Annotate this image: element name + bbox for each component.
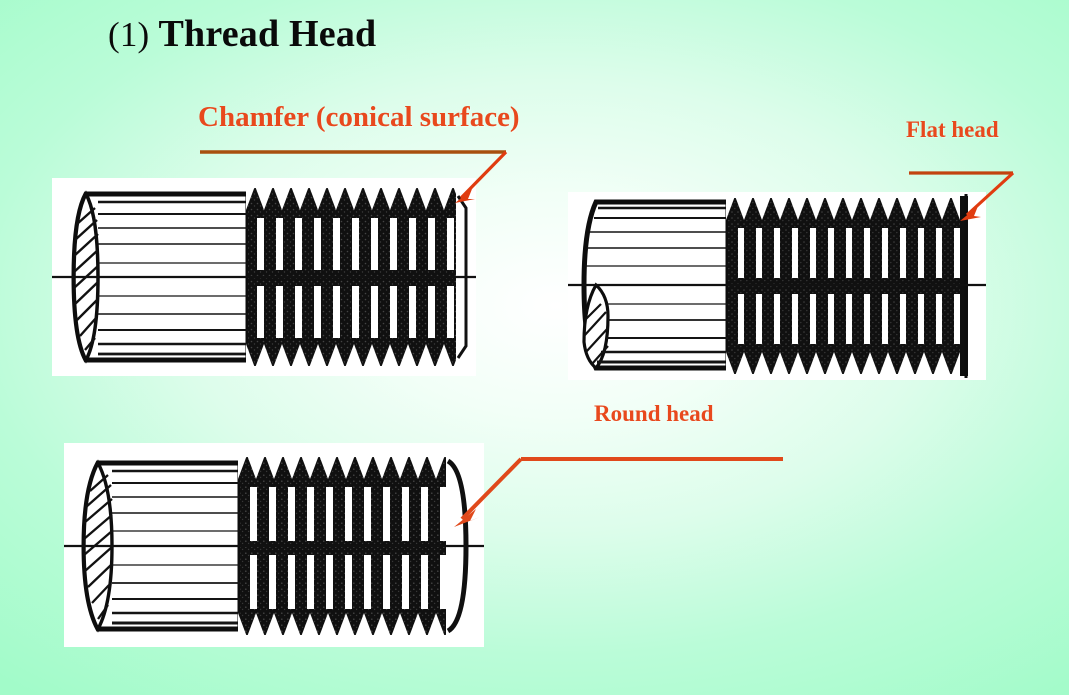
- title-text: Thread Head: [158, 13, 377, 55]
- thread-roots: [250, 487, 447, 609]
- figure-chamfered-thread-rod: [52, 178, 476, 376]
- title-number: (1): [108, 15, 150, 54]
- chamfer-label: Chamfer (conical surface): [198, 101, 520, 133]
- round-head-label: Round head: [594, 401, 714, 426]
- thread-roots: [257, 218, 454, 338]
- figure-flat-head-thread-rod: [568, 192, 986, 380]
- shank-shading: [112, 469, 240, 625]
- page-title: (1) Thread Head: [108, 12, 376, 56]
- figure-round-head-thread-rod: [64, 443, 484, 647]
- chamfered-rod-drawing: [52, 178, 476, 376]
- flat-head-label: Flat head: [906, 117, 999, 142]
- section-hatching: [583, 303, 609, 365]
- round-head-rod-drawing: [64, 443, 484, 647]
- shank-shading: [585, 206, 728, 364]
- round-head-leader: [454, 457, 783, 527]
- flat-head-rod-drawing: [568, 192, 986, 380]
- section-hatching: [83, 474, 113, 620]
- thread-roots: [738, 228, 960, 344]
- shank-shading: [98, 200, 248, 356]
